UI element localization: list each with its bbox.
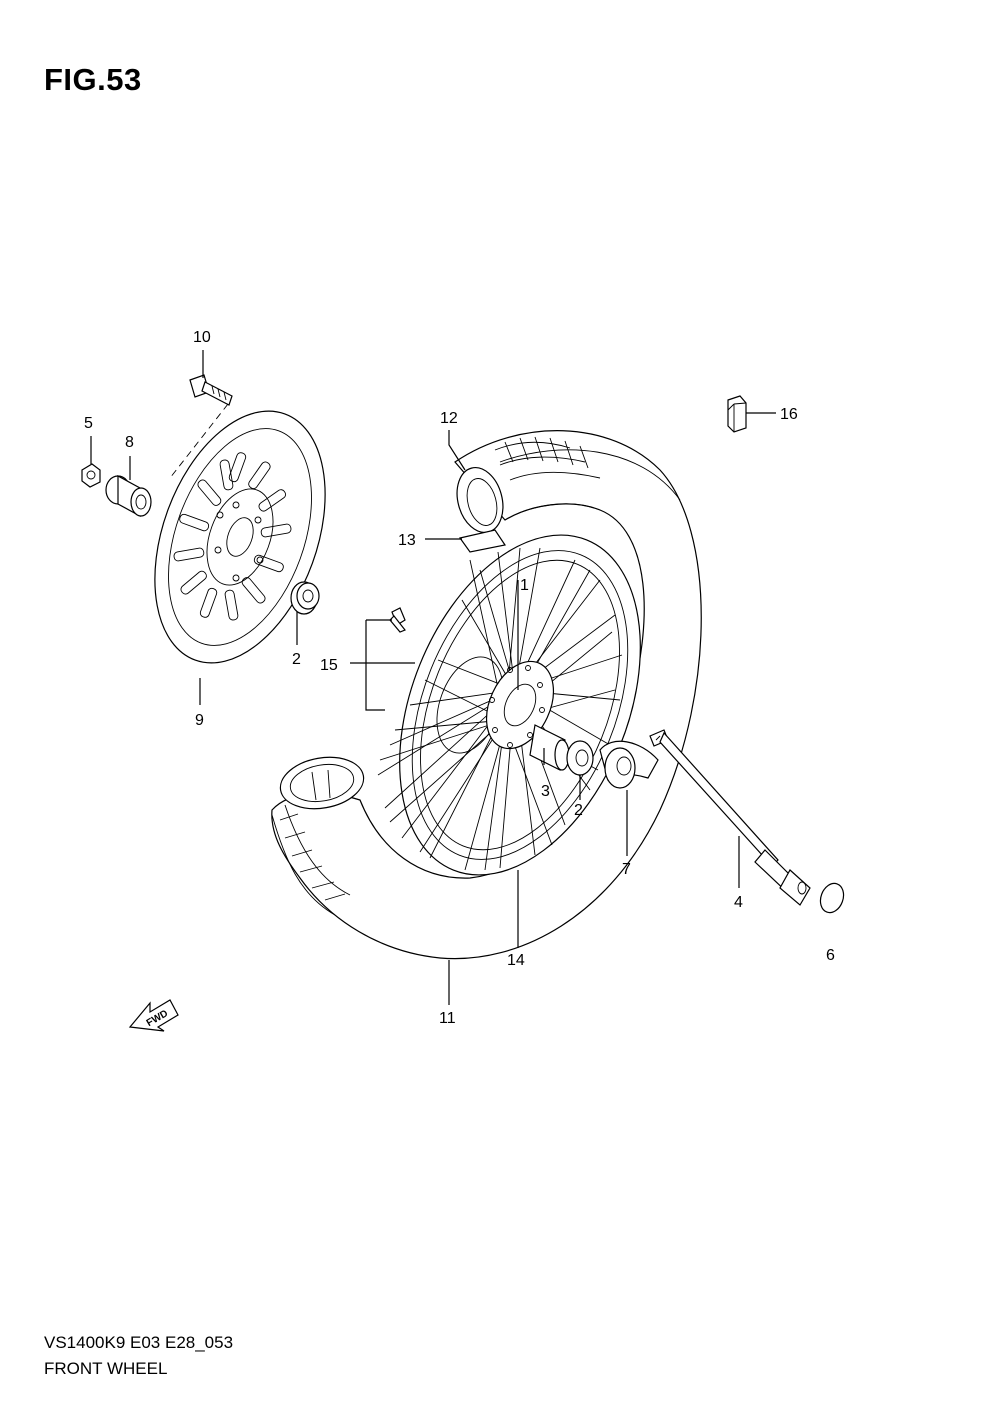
callout-5: 5	[84, 415, 93, 432]
part-16-valve-cap	[727, 395, 747, 433]
part-13-rim-band	[458, 529, 506, 553]
callout-2-right: 2	[574, 802, 583, 819]
footer-code: VS1400K9 E03 E28_053	[44, 1333, 234, 1352]
figure-title: FIG.53	[44, 62, 142, 97]
callout-10: 10	[193, 329, 211, 346]
callout-1: 1	[520, 577, 529, 594]
callouts: 1 2 2 3 4 5 6 7 8 9 10 11 12 13 14 15 16	[84, 329, 835, 1027]
leader-lines	[90, 350, 776, 1005]
part-7-spacer	[599, 740, 659, 789]
leader-10-dashed	[169, 403, 229, 479]
callout-16: 16	[780, 406, 798, 423]
part-11-tire	[271, 430, 702, 960]
footer-name: FRONT WHEEL	[44, 1359, 168, 1378]
fwd-arrow: FWD	[128, 999, 179, 1032]
callout-15: 15	[320, 657, 338, 674]
part-6-cap	[819, 882, 845, 914]
tire-cutaway-bottom	[279, 756, 365, 810]
part-15-valve	[389, 607, 406, 633]
callout-2-left: 2	[292, 651, 301, 668]
part-2-bearing-right	[566, 740, 594, 776]
callout-3: 3	[541, 783, 550, 800]
part-10-bolt	[189, 374, 233, 406]
callout-9: 9	[195, 712, 204, 729]
callout-8: 8	[125, 434, 134, 451]
callout-13: 13	[398, 532, 416, 549]
callout-11: 11	[439, 1010, 456, 1027]
callout-4: 4	[734, 894, 743, 911]
callout-12: 12	[440, 410, 458, 427]
callout-14: 14	[507, 952, 525, 969]
part-9-brake-disc	[154, 410, 326, 664]
callout-6: 6	[826, 947, 835, 964]
part-3-spacer	[529, 724, 570, 771]
part-8-collar	[105, 474, 152, 518]
part-4-axle	[649, 729, 811, 906]
part-2-bearing-left	[290, 581, 320, 615]
part-5-nut	[81, 463, 101, 488]
callout-7: 7	[622, 861, 631, 878]
